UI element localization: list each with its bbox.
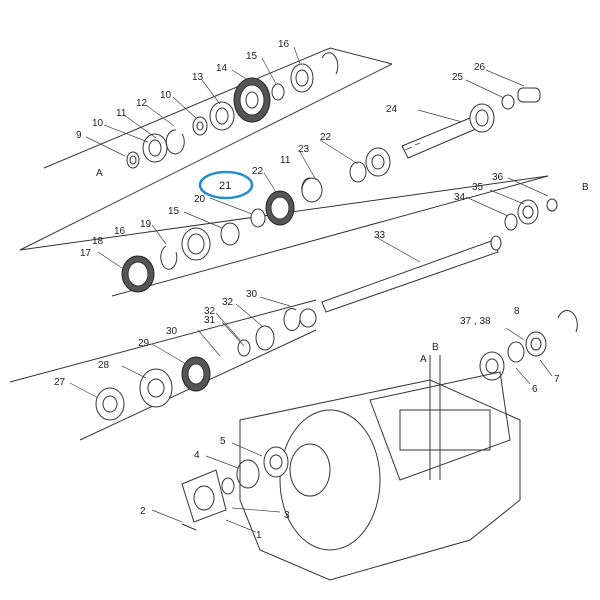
label-b-bottom: B xyxy=(432,342,439,353)
label-34: 34 xyxy=(454,192,466,203)
label-24: 24 xyxy=(386,104,398,115)
label-5: 5 xyxy=(220,436,226,447)
label-b-top: B xyxy=(582,182,589,193)
part-19-snap-ring xyxy=(160,245,178,270)
part-32-washer xyxy=(237,325,275,357)
label-11a: 11 xyxy=(116,108,127,119)
label-1: 1 xyxy=(256,530,262,541)
label-36: 36 xyxy=(492,172,504,183)
part-15-collar-top xyxy=(271,83,285,101)
part-3-seal xyxy=(221,477,235,495)
label-15a: 15 xyxy=(246,51,258,62)
part-22-bearing-top xyxy=(365,147,391,177)
part-22-washer xyxy=(250,208,266,228)
part-4-oring xyxy=(236,459,260,489)
part-16-bearing xyxy=(290,52,339,93)
label-12: 12 xyxy=(136,98,148,109)
part-12-washer xyxy=(192,116,208,136)
label-30a: 30 xyxy=(246,289,258,300)
part-6-7-8-ring-group xyxy=(479,310,578,381)
part-number-labels: 9 A 10 11 12 10 13 14 15 16 24 25 26 22 … xyxy=(54,39,589,541)
label-30b: 30 xyxy=(166,326,178,337)
label-a-bottom: A xyxy=(420,354,427,365)
label-14: 14 xyxy=(216,63,228,74)
part-29-gear xyxy=(181,356,211,392)
label-11b: 11 xyxy=(280,155,291,166)
part-13-gear xyxy=(209,101,235,131)
label-22a: 22 xyxy=(320,132,332,143)
label-2: 2 xyxy=(140,506,146,517)
label-32b: 32 xyxy=(204,306,216,317)
part-20-ring xyxy=(220,222,240,246)
part-26-sleeve xyxy=(517,87,541,103)
label-a-top: A xyxy=(96,168,103,179)
label-18: 18 xyxy=(92,236,104,247)
label-16b: 16 xyxy=(114,226,126,237)
label-6: 6 xyxy=(532,384,538,395)
label-28: 28 xyxy=(98,360,110,371)
part-11-snap-ring-middle xyxy=(301,177,323,203)
label-37-38: 37 , 38 xyxy=(460,316,491,327)
label-20: 20 xyxy=(194,194,206,205)
label-8: 8 xyxy=(514,306,520,317)
label-15b: 15 xyxy=(168,206,180,217)
part-23-ring xyxy=(349,161,367,183)
label-23: 23 xyxy=(298,144,310,155)
part-35-bearing xyxy=(517,199,539,225)
label-16a: 16 xyxy=(278,39,290,50)
label-27: 27 xyxy=(54,377,66,388)
label-33: 33 xyxy=(374,230,386,241)
part-36-ring xyxy=(546,198,558,212)
part-14-large-gear xyxy=(233,77,271,123)
label-35: 35 xyxy=(472,182,484,193)
part-21-gear xyxy=(265,190,295,226)
label-10a: 10 xyxy=(92,118,104,129)
transmission-housing xyxy=(239,355,521,581)
part-5-bearing xyxy=(263,446,289,478)
part-11-snap-ring xyxy=(165,129,185,155)
label-10b: 10 xyxy=(160,90,172,101)
part-28-hub xyxy=(139,368,173,408)
upper-shaft-group-frame xyxy=(19,47,393,251)
part-9-ring xyxy=(126,151,140,169)
part-1-cover xyxy=(181,469,227,523)
label-32a: 32 xyxy=(222,297,234,308)
label-9: 9 xyxy=(76,130,82,141)
label-26: 26 xyxy=(474,62,486,73)
part-17-gear xyxy=(121,255,155,293)
label-3: 3 xyxy=(284,510,290,521)
label-22b: 22 xyxy=(252,166,264,177)
label-21: 21 xyxy=(219,180,231,192)
part-30-snap-ring xyxy=(283,308,301,332)
part-25-needle-bearing xyxy=(501,94,515,110)
label-7: 7 xyxy=(554,374,560,385)
label-4: 4 xyxy=(194,450,200,461)
part-34-ring xyxy=(504,213,518,231)
highlight-ring-part-21 xyxy=(198,170,254,200)
label-13: 13 xyxy=(192,72,204,83)
label-31: 31 xyxy=(204,315,216,326)
leader-lines xyxy=(69,46,553,533)
part-31-bearing xyxy=(299,308,317,328)
label-29: 29 xyxy=(138,338,150,349)
part-33-shaft xyxy=(321,235,502,313)
part-24-shaft xyxy=(401,103,495,159)
part-10-bearing xyxy=(142,133,168,163)
label-25: 25 xyxy=(452,72,464,83)
part-15-collar xyxy=(181,227,211,261)
part-27-bearing xyxy=(95,387,125,421)
label-19: 19 xyxy=(140,219,152,230)
label-17: 17 xyxy=(80,248,92,259)
part-2-bolt xyxy=(181,523,197,531)
